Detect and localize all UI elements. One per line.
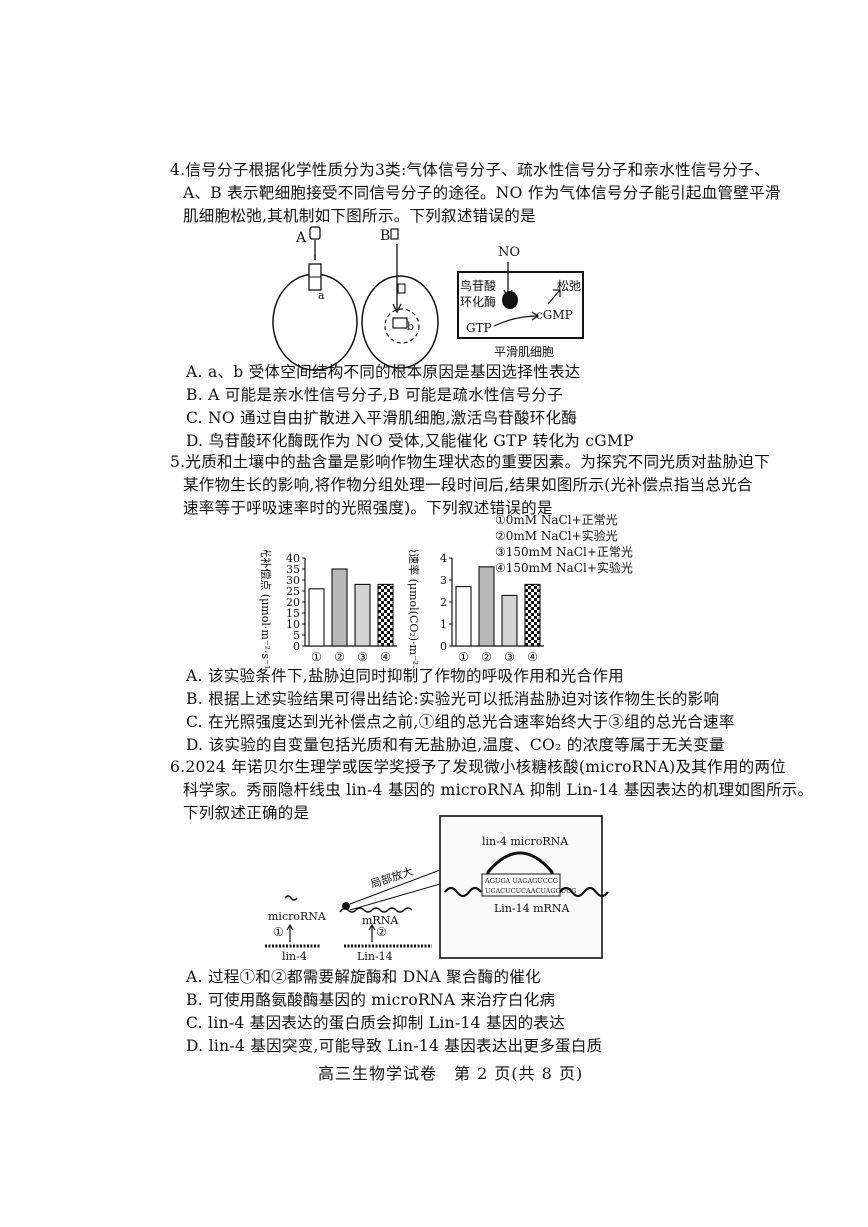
q4-option-b: B. A 可能是亲水性信号分子,B 可能是疏水性信号分子 — [186, 386, 564, 404]
chart1-bar — [377, 583, 394, 647]
chart1-ylabel: 光补偿点 (μmol·m⁻²·s⁻¹) — [259, 550, 273, 670]
gene-lin4-label: lin-4 — [282, 950, 307, 962]
chart1-ytick-label: 5 — [293, 629, 300, 642]
chart1-bar — [354, 583, 371, 647]
seq-bottom: UCACUCUCAACUAGGUCG — [485, 887, 576, 895]
q6-stem-line-1: 6.2024 年诺贝尔生理学或医学奖授予了发现微小核糖核酸(microRNA)及… — [170, 758, 787, 776]
q6-option-d: D. lin-4 基因突变,可能导致 Lin-14 基因表达出更多蛋白质 — [186, 1037, 603, 1055]
chart2-ytick-label: 0 — [440, 640, 447, 653]
chart2-category-label: ④ — [527, 650, 538, 664]
chart1-bar — [331, 568, 348, 647]
step-1: ① — [273, 925, 284, 939]
label-a-lower: a — [318, 289, 325, 302]
q4-stem-line-1: 4.信号分子根据化学性质分为3类:气体信号分子、疏水性信号分子和亲水性信号分子、 — [170, 161, 770, 179]
chart2-category-label: ① — [458, 650, 469, 664]
q5-stem-line-3: 速率等于呼吸速率时的光照强度)。下列叙述错误的是 — [183, 499, 553, 517]
label-a: A — [295, 230, 307, 246]
lin4-mirna-label: lin-4 microRNA — [482, 835, 569, 848]
chart1-ytick-label: 20 — [286, 596, 300, 609]
cell-box — [457, 271, 584, 339]
step-2: ② — [376, 925, 387, 939]
chart2-ytick-label: 3 — [440, 574, 447, 587]
chart2-bar — [501, 594, 518, 647]
cell-b-body — [361, 275, 439, 369]
q5-legend: ①0mM NaCl+正常光 ②0mM NaCl+实验光 ③150mM NaCl+… — [495, 512, 633, 576]
cgmp-label: cGMP — [536, 308, 573, 322]
q4-stem-line-3: 肌细胞松弛,其机制如下图所示。下列叙述错误的是 — [183, 207, 536, 225]
chart1-category-label: ② — [334, 650, 345, 664]
chart2-bar — [524, 583, 541, 647]
q5-option-a: A. 该实验条件下,盐胁迫同时抑制了作物的呼吸作用和光合作用 — [186, 667, 624, 685]
chart1-ytick-label: 40 — [286, 552, 300, 565]
q4-stem-line-2: A、B 表示靶细胞接受不同信号分子的途径。NO 作为气体信号分子能引起血管壁平滑 — [183, 184, 781, 202]
q6-option-b: B. 可使用酪氨酸酶基因的 microRNA 来治疗白化病 — [186, 991, 556, 1009]
q5-option-c: C. 在光照强度达到光补偿点之前,①组的总光合速率始终大于③组的总光合速率 — [186, 713, 735, 731]
q6-stem-line-3: 下列叙述正确的是 — [183, 804, 310, 822]
q5-stem-line-1: 5.光质和土壤中的盐含量是影响作物生理状态的重要因素。为探究不同光质对盐胁迫下 — [170, 453, 770, 471]
zoom-label: 局部放大 — [369, 864, 415, 891]
microrna-label: microRNA — [268, 910, 327, 923]
page-footer: 高三生物学试卷 第 2 页(共 8 页) — [318, 1064, 584, 1083]
cell-b: B b — [361, 228, 439, 369]
no-label: NO — [498, 245, 520, 260]
chart1-ytick-label: 15 — [286, 607, 300, 620]
q4-option-a: A. a、b 受体空间结构不同的根本原因是基因选择性表达 — [186, 363, 581, 381]
chart2-category-label: ③ — [504, 650, 515, 664]
cell-a: A a — [272, 226, 358, 371]
q4-diagram: A a B b NO 鸟苷酸 环化酶 松弛 cGMP GTP 平滑肌细胞 — [272, 226, 584, 371]
cell-caption: 平滑肌细胞 — [494, 345, 554, 359]
chart1-category-label: ③ — [357, 650, 368, 664]
signal-b-inner — [397, 283, 406, 294]
chart1-category-label: ① — [311, 650, 322, 664]
chart1-ytick-label: 0 — [293, 640, 300, 653]
chart1-category-label: ④ — [380, 650, 391, 664]
gtp-label: GTP — [466, 321, 492, 335]
legend-item-2: ②0mM NaCl+实验光 — [495, 529, 618, 543]
mrna-label: mRNA — [362, 914, 399, 927]
q6-option-c: C. lin-4 基因表达的蛋白质会抑制 Lin-14 基因的表达 — [186, 1014, 566, 1032]
q5-option-d: D. 该实验的自变量包括光质和有无盐胁迫,温度、CO₂ 的浓度等属于无关变量 — [186, 736, 725, 754]
q6-diagram: lin-4 microRNA AGUGA UAGAGUCCG UCACUCUCA… — [265, 815, 609, 962]
signal-b-shape — [390, 228, 399, 240]
chart2-category-label: ② — [481, 650, 492, 664]
smooth-muscle-panel: NO 鸟苷酸 环化酶 松弛 cGMP GTP 平滑肌细胞 — [457, 245, 584, 359]
enzyme-line-1: 鸟苷酸 — [460, 278, 496, 293]
gene-lin14-label: Lin-14 — [357, 950, 393, 962]
nucleus-b — [384, 308, 420, 344]
chart1-ytick-label: 25 — [286, 585, 300, 598]
receptor-b — [392, 317, 408, 329]
chart1-bar — [308, 588, 325, 647]
q4-option-d: D. 鸟苷酸环化酶既作为 NO 受体,又能催化 GTP 转化为 cGMP — [186, 432, 634, 450]
legend-item-1: ①0mM NaCl+正常光 — [495, 513, 618, 527]
mrna-wave-zoom — [444, 886, 609, 898]
chart2-bar — [478, 566, 495, 647]
q4-option-c: C. NO 通过自由扩散进入平滑肌细胞,激活鸟苷酸环化酶 — [186, 409, 578, 427]
relax-label: 松弛 — [557, 279, 581, 293]
q6-stem-line-2: 科学家。秀丽隐杆线虫 lin-4 基因的 microRNA 抑制 Lin-14 … — [183, 781, 814, 799]
chart2-ytick-label: 4 — [440, 552, 447, 565]
q5-stem-line-2: 某作物生长的影响,将作物分组处理一段时间后,结果如图所示(光补偿点指当总光合 — [183, 476, 753, 494]
chart1-ytick-label: 10 — [286, 618, 300, 631]
label-b: B — [380, 228, 390, 244]
chart2-ytick-label: 2 — [440, 596, 447, 609]
enzyme-line-2: 环化酶 — [460, 294, 496, 309]
chart1-ytick-label: 30 — [286, 574, 300, 587]
signal-a-shape — [309, 226, 321, 240]
q5-option-b: B. 根据上述实验结果可得出结论:实验光可以抵消盐胁迫对该作物生长的影响 — [186, 690, 720, 708]
legend-item-3: ③150mM NaCl+正常光 — [495, 545, 633, 559]
q6-option-a: A. 过程①和②都需要解旋酶和 DNA 聚合酶的催化 — [186, 968, 541, 986]
seq-top: AGUGA UAGAGUCCG — [484, 877, 558, 885]
lin14-mrna-label: Lin-14 mRNA — [494, 902, 570, 915]
chart2-ylabel: 呼吸速率 (μmol(CO₂)·m⁻²·s⁻¹) — [407, 550, 421, 670]
label-b-lower: b — [407, 320, 414, 333]
enzyme-dot — [502, 291, 518, 309]
chart2-ytick-label: 1 — [440, 618, 447, 631]
mirna-loop — [486, 851, 554, 884]
chart2-bar — [455, 586, 472, 647]
chart1-ytick-label: 35 — [286, 563, 300, 576]
legend-item-4: ④150mM NaCl+实验光 — [495, 561, 633, 575]
